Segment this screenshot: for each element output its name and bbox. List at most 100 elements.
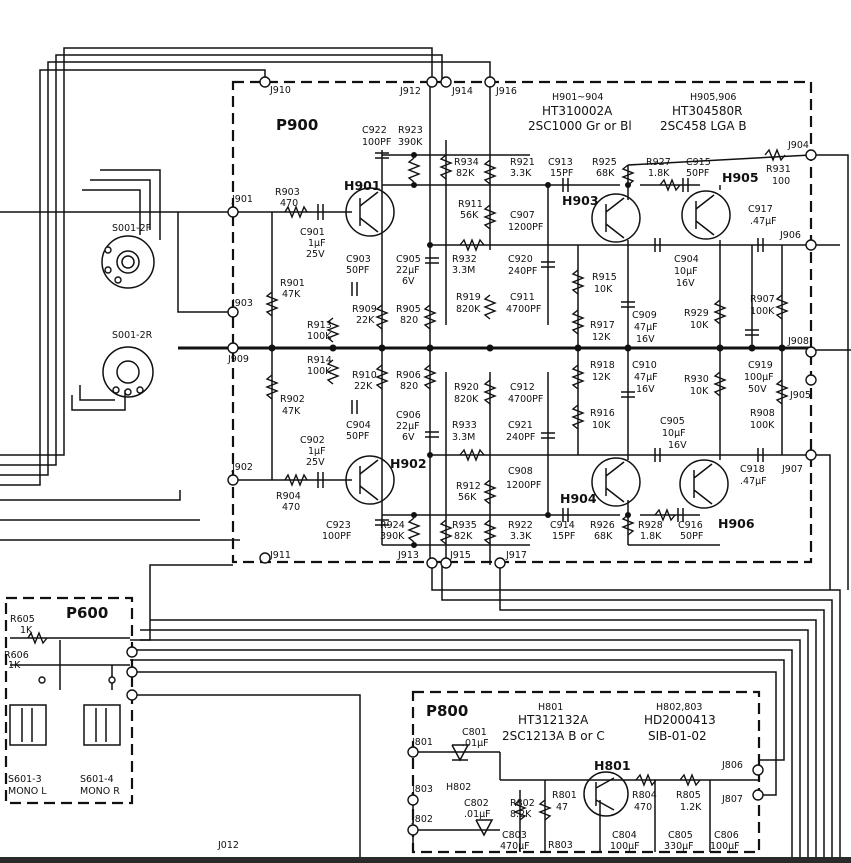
r904-ref: R904 bbox=[276, 491, 301, 502]
r927-val: 1.8K bbox=[648, 168, 670, 179]
r911-ref: R911 bbox=[458, 199, 483, 210]
c905b-ref: C905 bbox=[660, 416, 685, 427]
r924-ref: R924 bbox=[380, 520, 405, 531]
capacitor-symbols bbox=[317, 152, 764, 526]
c905b-val: 10μF bbox=[662, 428, 686, 439]
c802-ref: C802 bbox=[464, 798, 489, 809]
h905-label: H905 bbox=[722, 170, 759, 185]
r920-val: 820K bbox=[454, 394, 479, 405]
r908-val: 100K bbox=[750, 420, 775, 431]
c921-ref: C921 bbox=[508, 420, 533, 431]
r606-ref: R606 bbox=[4, 650, 29, 661]
r908-ref: R908 bbox=[750, 408, 775, 419]
j908-label: J908 bbox=[787, 336, 809, 347]
c905a-ref: C905 bbox=[396, 254, 421, 265]
c915-val: 50PF bbox=[686, 168, 709, 179]
c923-val: 100PF bbox=[322, 531, 351, 542]
c907-ref: C907 bbox=[510, 210, 535, 221]
j907-label: J907 bbox=[781, 464, 803, 475]
j917-label: J917 bbox=[505, 550, 527, 561]
c802-val: .01μF bbox=[464, 809, 491, 820]
r911-val: 56K bbox=[460, 210, 479, 221]
c913-ref: C913 bbox=[548, 157, 573, 168]
c915-ref: C915 bbox=[686, 157, 711, 168]
j914-label: J914 bbox=[451, 86, 473, 97]
r930-ref: R930 bbox=[684, 374, 709, 385]
c908-val: 1200PF bbox=[506, 480, 541, 491]
board-p900-outline bbox=[231, 80, 813, 564]
c909-val: 47μF bbox=[634, 322, 658, 333]
c806-ref: C806 bbox=[714, 830, 739, 841]
h901-label: H901 bbox=[344, 178, 381, 193]
r929-ref: R929 bbox=[684, 308, 709, 319]
r923-ref: R923 bbox=[398, 125, 423, 136]
r909-ref: R909 bbox=[352, 304, 377, 315]
r923-val: 390K bbox=[398, 137, 423, 148]
c902-ref: C902 bbox=[300, 435, 325, 446]
r907-val: 100K bbox=[750, 306, 775, 317]
r926-val: 68K bbox=[594, 531, 613, 542]
j806-label: J806 bbox=[721, 760, 743, 771]
r915-ref: R915 bbox=[592, 272, 617, 283]
r917-ref: R917 bbox=[590, 320, 615, 331]
r906-ref: R906 bbox=[396, 370, 421, 381]
r802-ref: R802 bbox=[510, 798, 535, 809]
s601-4-label: S601-4 bbox=[80, 774, 114, 785]
board-p600-label: P600 bbox=[66, 604, 108, 622]
r804-val: 470 bbox=[634, 802, 652, 813]
r805-ref: R805 bbox=[676, 790, 701, 801]
h802-803-part: HD2000413 bbox=[644, 713, 716, 727]
s601-3-label: S601-3 bbox=[8, 774, 42, 785]
r912-val: 56K bbox=[458, 492, 477, 503]
c916-val: 50PF bbox=[680, 531, 703, 542]
r924-val: 390K bbox=[380, 531, 405, 542]
jack-terminals bbox=[227, 76, 817, 569]
r913-ref: R913 bbox=[307, 320, 332, 331]
r931-ref: R931 bbox=[766, 164, 791, 175]
c904a-ref: C904 bbox=[346, 420, 371, 431]
c905a-val: 22μF bbox=[396, 265, 420, 276]
h802-803-type: SIB-01-02 bbox=[648, 729, 707, 743]
c906-volt: 6V bbox=[402, 432, 415, 443]
r802-val: 8.2K bbox=[510, 809, 532, 820]
r915-val: 10K bbox=[594, 284, 613, 295]
c804-ref: C804 bbox=[612, 830, 637, 841]
r905-ref: R905 bbox=[396, 304, 421, 315]
c922-val: 100PF bbox=[362, 137, 391, 148]
p800-parts bbox=[407, 744, 764, 852]
r933-val: 3.3M bbox=[452, 432, 475, 443]
c803-ref: C803 bbox=[502, 830, 527, 841]
c906-val: 22μF bbox=[396, 421, 420, 432]
r801-val: 47 bbox=[556, 802, 568, 813]
r803-ref: R803 bbox=[548, 840, 573, 851]
c914-ref: C914 bbox=[550, 520, 575, 531]
c903-val: 50PF bbox=[346, 265, 369, 276]
r904-val: 470 bbox=[282, 502, 300, 513]
h801-part: HT312132A bbox=[518, 713, 589, 727]
c912-val: 4700PF bbox=[508, 394, 543, 405]
c901-ref: C901 bbox=[300, 227, 325, 238]
c801-ref: C801 bbox=[462, 727, 487, 738]
r605-val: 1K bbox=[20, 625, 33, 636]
r916-val: 10K bbox=[592, 420, 611, 431]
r606-val: 1K bbox=[8, 660, 21, 671]
c919-ref: C919 bbox=[748, 360, 773, 371]
h902-label: H902 bbox=[390, 456, 427, 471]
c909-volt: 16V bbox=[636, 334, 655, 345]
c914-val: 15PF bbox=[552, 531, 575, 542]
r926-ref: R926 bbox=[590, 520, 615, 531]
switch-s001-2r bbox=[102, 346, 154, 398]
h905-906-type: 2SC458 LGA B bbox=[660, 119, 747, 133]
r902-val: 47K bbox=[282, 406, 301, 417]
j915-label: J915 bbox=[449, 550, 471, 561]
s601-4-sub: MONO R bbox=[80, 786, 120, 797]
c909-ref: C909 bbox=[632, 310, 657, 321]
c910-ref: C910 bbox=[632, 360, 657, 371]
c904a-val: 50PF bbox=[346, 431, 369, 442]
j911-label: J911 bbox=[269, 550, 291, 561]
switch-s001-2f bbox=[101, 235, 155, 289]
r933-ref: R933 bbox=[452, 420, 477, 431]
c904b-ref: C904 bbox=[674, 254, 699, 265]
r935-val: 82K bbox=[454, 531, 473, 542]
